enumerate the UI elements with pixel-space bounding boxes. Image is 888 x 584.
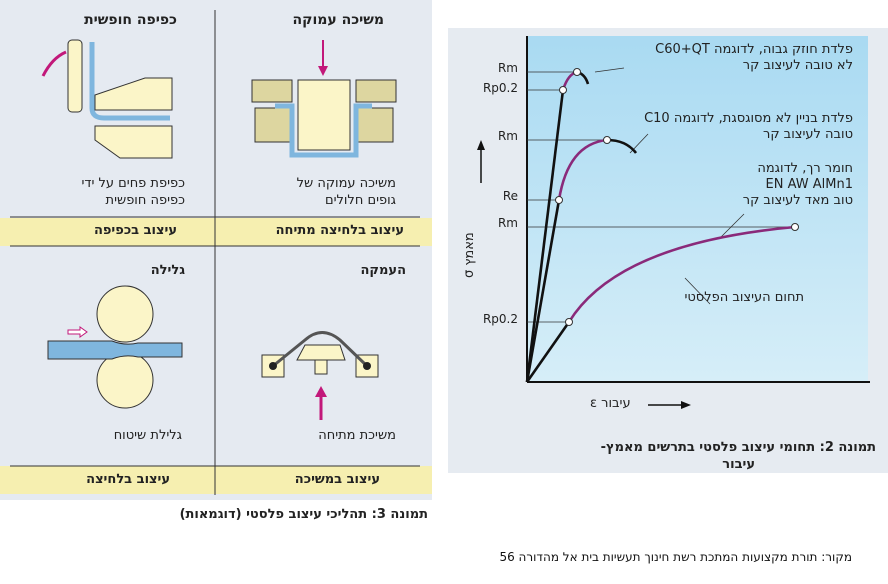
cell-title: משיכה עמוקה — [292, 12, 384, 28]
cell-desc: משיכה עמוקה של — [296, 176, 396, 191]
band-label: עיצוב בכפיפה — [93, 223, 177, 238]
cell-title: העמקה — [360, 263, 407, 278]
source-note: מקור: תורת מקצועות המתכת רשת חינוך תעשיו… — [499, 550, 852, 564]
x-axis-label: עיבור ε — [590, 396, 631, 411]
rolling-diagram — [47, 285, 183, 409]
level-label: Rp0.2 — [482, 81, 518, 95]
band-label: עיצוב במשיכה — [294, 472, 380, 487]
band-row-2 — [0, 466, 432, 494]
cell-desc: משיכת מתיחה — [318, 428, 396, 443]
level-label: Rm — [497, 216, 518, 230]
material-label: חומר רך, לדוגמה — [757, 161, 853, 176]
level-label: Rm — [497, 61, 518, 75]
figure-2-caption: תמונה 2: תחומי עיצוב פלסטי בתרשים מאמץ- — [600, 440, 876, 455]
material-label: טוב מאד לעיצוב קר — [742, 193, 853, 208]
level-label: Re — [502, 189, 518, 203]
level-label: Rm — [497, 129, 518, 143]
material-label: EN AW AlMn1 — [765, 177, 853, 192]
cell-title: כפיפה חופשית — [84, 12, 177, 28]
plastic-range-label: תחום העיצוב הפלסטי — [684, 290, 804, 305]
cell-desc: כפיפת פחים על ידי — [81, 176, 185, 191]
band-row-1 — [0, 218, 432, 246]
material-label: לא טובה לעיצוב קר — [742, 58, 853, 73]
y-axis-label: מאמץ σ — [462, 232, 477, 278]
figure-2-panel: Rm Rp0.2 Rm Re Rm Rp0.2 מאמץ σ עיבור ε פ… — [448, 28, 888, 473]
material-label: טובה לעיצוב קר — [762, 127, 853, 142]
cell-desc: כפיפה חופשית — [105, 193, 185, 208]
cell-title: גלילה — [150, 263, 185, 278]
deep-drawing-diagram — [251, 40, 397, 158]
band-label: עיצוב בלחיצה מתיחה — [275, 223, 404, 238]
figure-2-caption: עיבור — [722, 457, 755, 472]
level-label: Rp0.2 — [482, 312, 518, 326]
figure-3-panel: משיכה עמוקה כפיפה חופשית משיכה עמוקה של … — [0, 0, 432, 500]
band-label: עיצוב בלחיצה — [86, 472, 170, 487]
figure-3-drawings — [10, 10, 420, 495]
material-label: פלדת חוזק גבוה, לדוגמה C60+QT — [655, 42, 853, 57]
cell-desc: גופים חלולים — [324, 193, 396, 208]
free-bending-diagram — [41, 39, 173, 159]
stress-strain-chart — [477, 36, 870, 409]
cell-desc: גלילת שיטוח — [113, 428, 182, 443]
figure-3-caption: תמונה 3: תהליכי עיצוב פלסטי (דוגמאות) — [179, 507, 428, 522]
material-label: פלדת בניין לא מסוגסגת, לדוגמה C10 — [644, 111, 853, 126]
stretch-drawing-diagram — [261, 331, 379, 420]
